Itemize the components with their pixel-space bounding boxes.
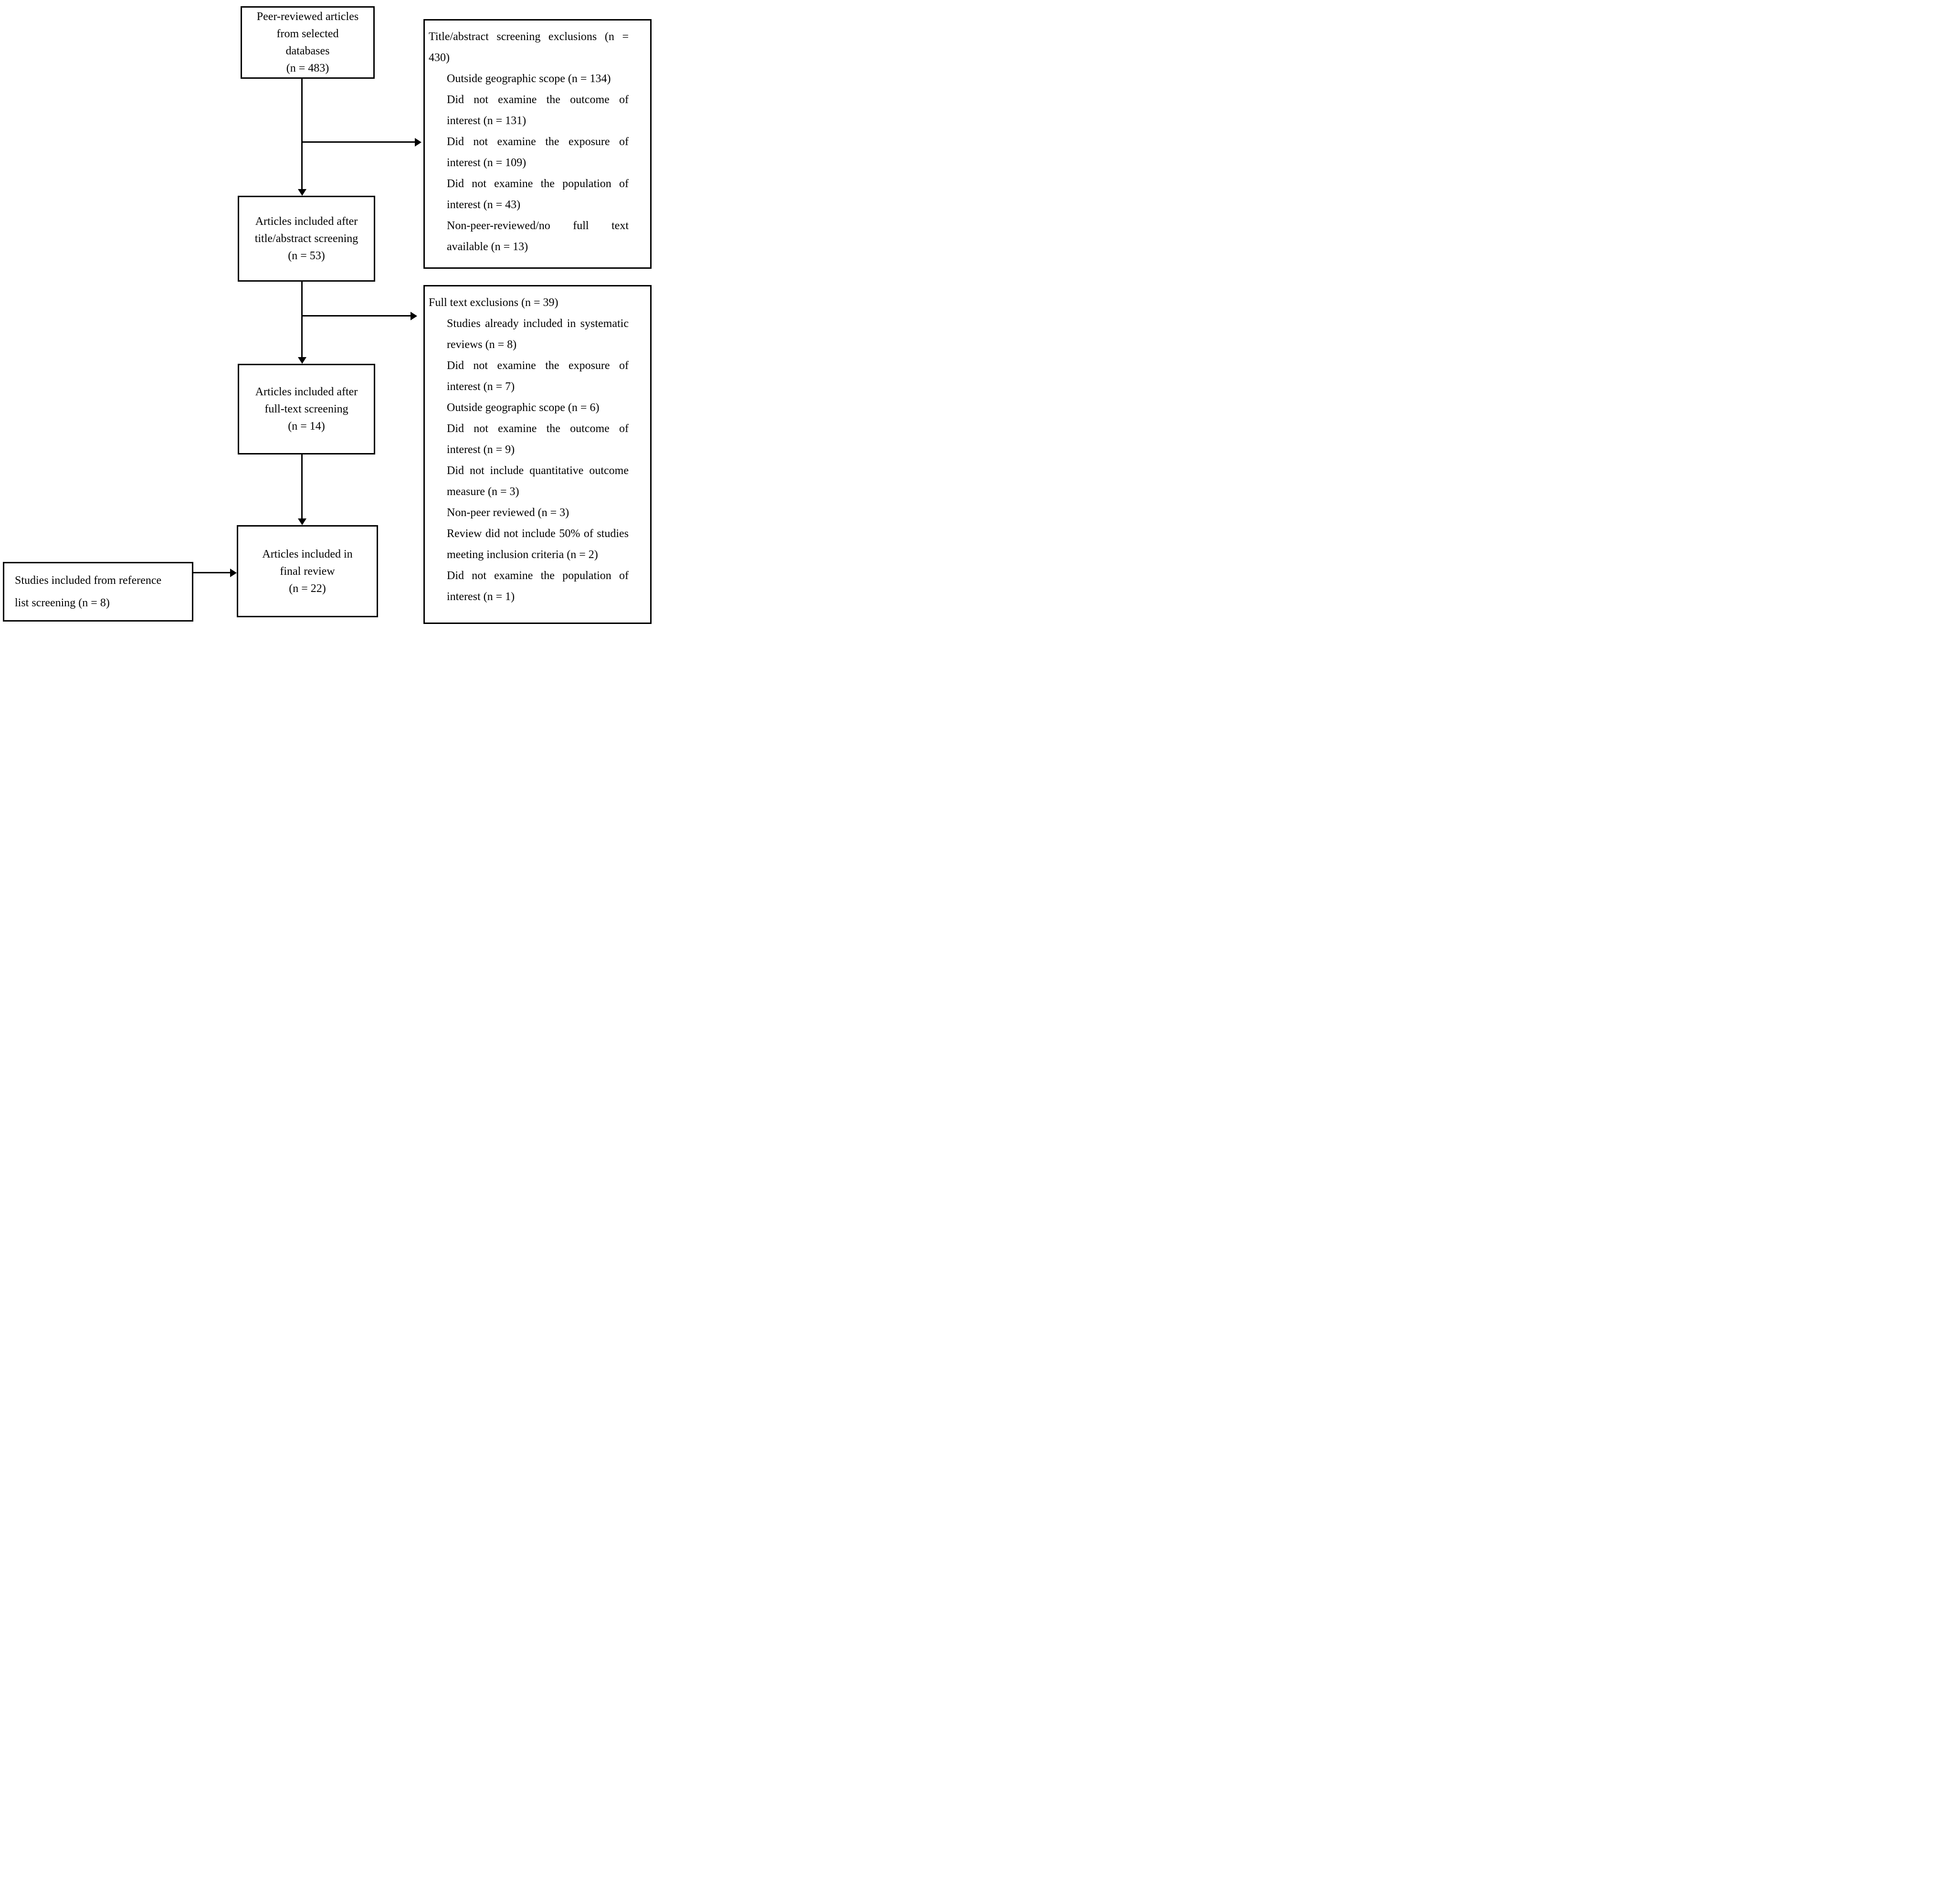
flow-line-full-text-to-final: [301, 454, 303, 518]
box-title-abstract-exclusions: Title/abstract screening exclusions (n =…: [423, 19, 652, 269]
exclusion-item: Did not examine the exposure of interest…: [447, 136, 629, 169]
prisma-flow-diagram: Peer-reviewed articles from selected dat…: [0, 0, 653, 634]
flow-line-source-to-title-abstract: [301, 79, 303, 189]
flow-line-to-title-abstract-exclusions: [302, 141, 415, 143]
box-full-text-count: (n = 14): [288, 420, 325, 433]
flow-line-to-full-text-exclusions: [302, 315, 411, 317]
exclusion-item: Did not include quantitative outcome mea…: [447, 465, 629, 498]
exclusion-item: Did not examine the outcome of interest …: [447, 94, 629, 127]
box-full-text-included: Articles included after full-text screen…: [238, 364, 375, 454]
exclusion-item: Did not examine the population of intere…: [447, 178, 629, 211]
box-source-line: from selected: [276, 28, 339, 40]
flow-line-title-abstract-to-full-text: [301, 282, 303, 357]
box-title-abstract-line: Articles included after: [255, 215, 358, 228]
box-title-abstract-count: (n = 53): [288, 250, 325, 262]
box-title-abstract-included: Articles included after title/abstract s…: [238, 196, 375, 282]
box-source-line: databases: [285, 45, 330, 57]
box-source-count: (n = 483): [286, 62, 329, 74]
exclusion-item: Did not examine the exposure of interest…: [447, 359, 629, 393]
box-reference-list-line: list screening (n = 8): [15, 596, 110, 609]
exclusion-item: Non-peer-reviewed/no full text available…: [447, 220, 629, 253]
box-reference-list-line: Studies included from reference: [15, 574, 162, 587]
box-source-line: Peer-reviewed articles: [256, 11, 359, 23]
box-full-text-exclusions: Full text exclusions (n = 39) Studies al…: [423, 285, 652, 624]
box-final-review-count: (n = 22): [289, 582, 326, 595]
box-title-abstract-line: title/abstract screening: [254, 232, 358, 245]
exclusion-item: Did not examine the outcome of interest …: [447, 422, 629, 456]
arrowhead-right-full-text-exclusions-icon: [411, 312, 417, 320]
title-abstract-exclusions-title: Title/abstract screening exclusions (n =…: [429, 31, 629, 64]
full-text-exclusions-title: Full text exclusions (n = 39): [429, 296, 558, 309]
box-source: Peer-reviewed articles from selected dat…: [241, 6, 375, 79]
exclusion-item: Studies already included in systematic r…: [447, 317, 629, 351]
arrowhead-down-full-text-icon: [298, 357, 306, 364]
arrowhead-right-final-review-icon: [230, 569, 237, 577]
exclusion-item: Outside geographic scope (n = 134): [447, 73, 611, 85]
box-final-review: Articles included in final review (n = 2…: [237, 525, 378, 617]
exclusion-item: Outside geographic scope (n = 6): [447, 401, 600, 414]
arrowhead-down-title-abstract-icon: [298, 189, 306, 196]
exclusion-item: Non-peer reviewed (n = 3): [447, 507, 569, 519]
exclusion-item: Review did not include 50% of studies me…: [447, 528, 629, 561]
box-final-review-line: final review: [280, 565, 335, 578]
flow-line-reference-to-final: [193, 572, 230, 573]
box-reference-list: Studies included from reference list scr…: [3, 562, 193, 622]
box-full-text-line: full-text screening: [264, 403, 348, 415]
arrowhead-right-title-abstract-exclusions-icon: [415, 138, 422, 147]
exclusion-item: Did not examine the population of intere…: [447, 570, 629, 603]
arrowhead-down-final-review-icon: [298, 518, 306, 525]
box-full-text-line: Articles included after: [255, 386, 358, 398]
box-final-review-line: Articles included in: [262, 548, 353, 560]
